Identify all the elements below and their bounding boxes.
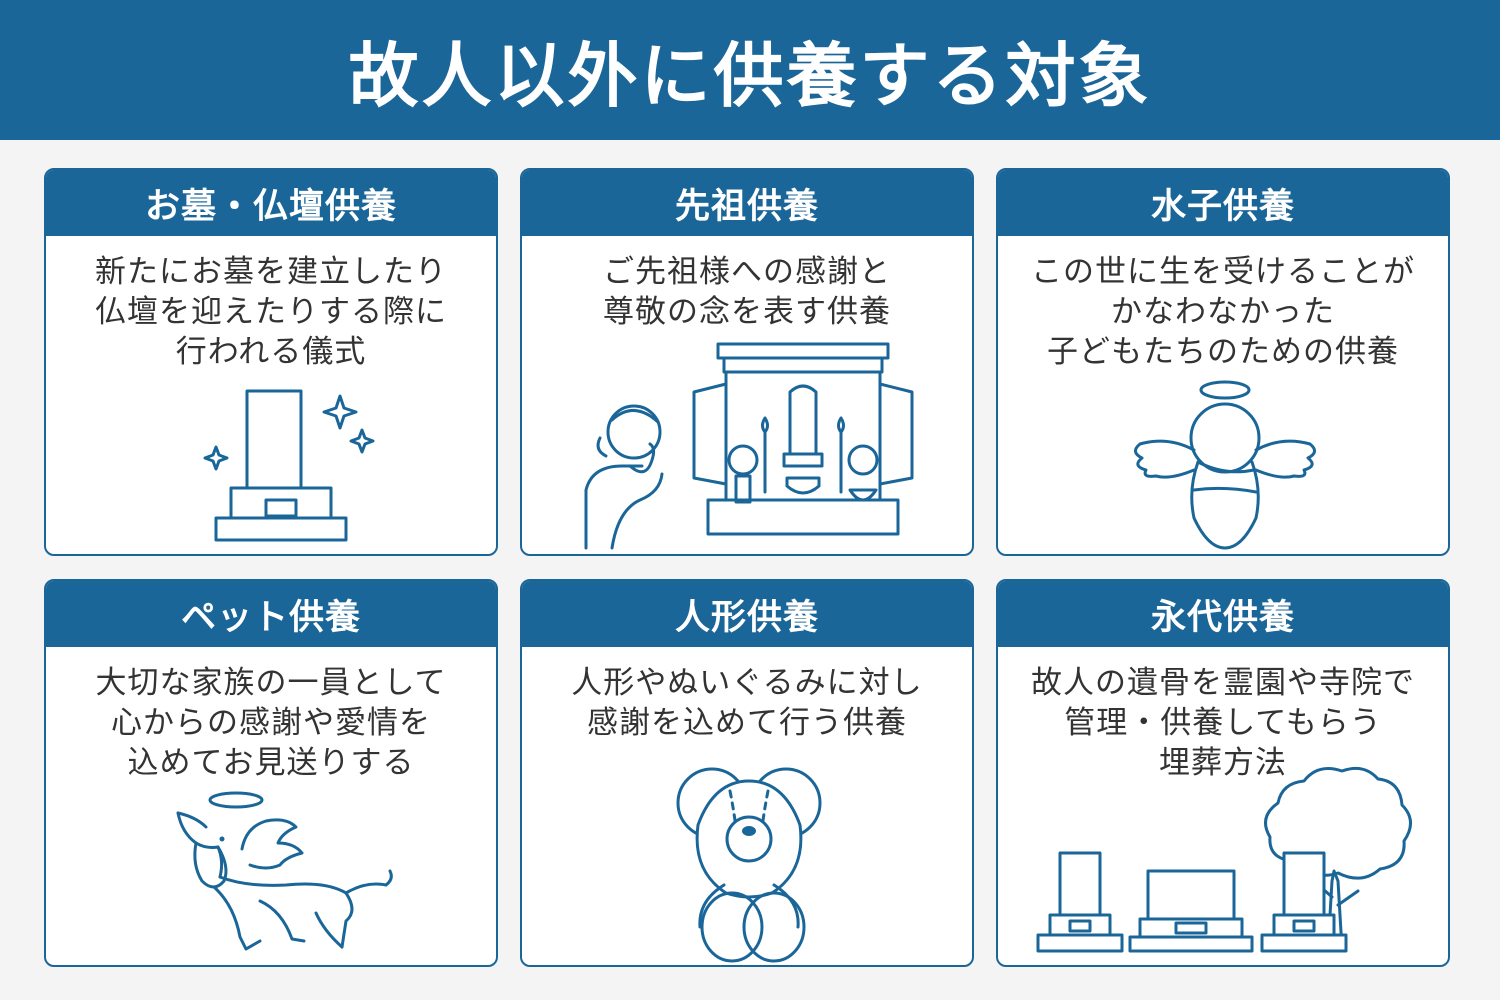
- card-perpetual: 永代供養 故人の遺骨を霊園や寺院で 管理・供養してもらう 埋葬方法: [996, 579, 1450, 967]
- card-heading: 先祖供養: [522, 170, 972, 236]
- description-line: 尊敬の念を表す供養: [603, 294, 891, 330]
- description-line: 込めてお見送りする: [127, 745, 415, 781]
- card-ancestor: 先祖供養 ご先祖様への感謝と 尊敬の念を表す供養: [520, 168, 974, 556]
- description-line: 新たにお墓を建立したり: [95, 254, 447, 290]
- page-title: 故人以外に供養する対象: [348, 34, 1152, 117]
- description-line: 心からの感謝や愛情を: [111, 705, 431, 741]
- graves-and-tree-icon: [1036, 766, 1412, 953]
- angel-dog-icon: [176, 791, 393, 951]
- card-description: 新たにお墓を建立したり 仏壇を迎えたりする際に 行われる儀式: [46, 252, 496, 372]
- description-line: 大切な家族の一員として: [95, 665, 447, 701]
- card-heading: 水子供養: [998, 170, 1448, 236]
- description-line: 行われる儀式: [175, 334, 367, 370]
- card-grave-altar: お墓・仏壇供養 新たにお墓を建立したり 仏壇を迎えたりする際に 行われる儀式: [44, 168, 498, 556]
- card-heading: ペット供養: [46, 581, 496, 647]
- description-line: かなわなかった: [1111, 294, 1335, 330]
- description-line: 感謝を込めて行う供養: [587, 705, 907, 741]
- description-line: 子どもたちのための供養: [1047, 334, 1399, 370]
- card-description: 大切な家族の一員として 心からの感謝や愛情を 込めてお見送りする: [46, 663, 496, 783]
- card-pet: ペット供養 大切な家族の一員として 心からの感謝や愛情を 込めてお見送りする: [44, 579, 498, 967]
- teddy-bear-icon: [676, 767, 822, 963]
- card-description: この世に生を受けることが かなわなかった 子どもたちのための供養: [998, 252, 1448, 372]
- card-mizuko: 水子供養 この世に生を受けることが かなわなかった 子どもたちのための供養: [996, 168, 1450, 556]
- gravestone-icon: [203, 389, 375, 542]
- card-heading: 人形供養: [522, 581, 972, 647]
- title-banner: 故人以外に供養する対象: [0, 0, 1500, 140]
- angel-baby-icon: [1134, 380, 1316, 550]
- card-heading: お墓・仏壇供養: [46, 170, 496, 236]
- description-line: 人形やぬいぐるみに対し: [571, 665, 923, 701]
- description-line: ご先祖様への感謝と: [603, 254, 891, 290]
- card-heading: 永代供養: [998, 581, 1448, 647]
- description-line: この世に生を受けることが: [1031, 254, 1415, 290]
- description-line: 仏壇を迎えたりする際に: [95, 294, 447, 330]
- card-description: ご先祖様への感謝と 尊敬の念を表す供養: [522, 252, 972, 332]
- praying-at-altar-icon: [584, 342, 914, 550]
- description-line: 管理・供養してもらう: [1064, 705, 1382, 741]
- description-line: 埋葬方法: [1159, 745, 1287, 781]
- description-line: 故人の遺骨を霊園や寺院で: [1031, 665, 1415, 701]
- card-doll: 人形供養 人形やぬいぐるみに対し 感謝を込めて行う供養: [520, 579, 974, 967]
- card-description: 故人の遺骨を霊園や寺院で 管理・供養してもらう 埋葬方法: [998, 663, 1448, 783]
- card-description: 人形やぬいぐるみに対し 感謝を込めて行う供養: [522, 663, 972, 743]
